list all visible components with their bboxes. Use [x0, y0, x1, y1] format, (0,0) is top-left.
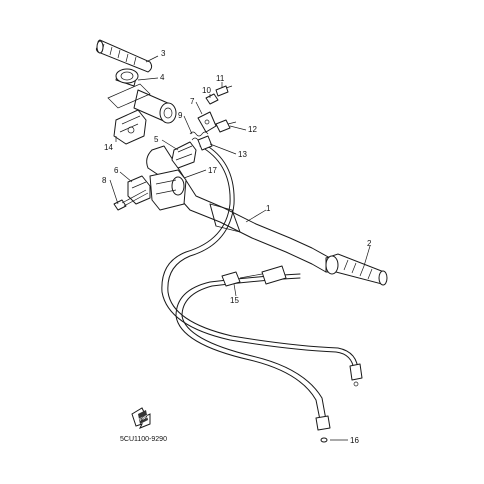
callout-12: 12: [248, 125, 257, 134]
callout-9: 9: [178, 111, 183, 120]
callout-5: 5: [154, 135, 159, 144]
screw-upper[interactable]: [215, 85, 233, 97]
fwd-label: FWD: [138, 414, 148, 422]
callout-8: 8: [102, 176, 107, 185]
clamp-lower[interactable]: [127, 175, 151, 205]
callout-17: 17: [208, 166, 217, 175]
callout-1: 1: [266, 204, 271, 213]
grip-right[interactable]: [325, 253, 388, 286]
callout-13: 13: [238, 150, 247, 159]
grip-left[interactable]: [95, 39, 153, 73]
adjuster[interactable]: [197, 111, 217, 133]
callout-3: 3: [161, 49, 166, 58]
leader-lines: [109, 55, 371, 441]
handlebar[interactable]: [146, 145, 331, 273]
cable-clip[interactable]: [320, 437, 328, 443]
callout-7: 7: [190, 97, 195, 106]
callouts: 1 2 3 4 5 6 7 8 9 10 11 12 13 14 15 16 1…: [102, 49, 372, 445]
callout-2: 2: [367, 239, 372, 248]
throttle-tube[interactable]: [107, 83, 177, 124]
locknut[interactable]: [205, 93, 219, 105]
callout-6: 6: [114, 166, 119, 175]
fwd-badge: FWD: [131, 407, 151, 429]
callout-15: 15: [230, 296, 239, 305]
throttle-collar[interactable]: [115, 68, 139, 87]
cable-end-throttle: [349, 363, 363, 387]
cable-end-clutch: [315, 415, 331, 431]
holder[interactable]: [149, 169, 187, 211]
throttle-housing[interactable]: [113, 109, 147, 145]
callout-14: 14: [104, 143, 113, 152]
callout-4: 4: [160, 73, 165, 82]
diagram-code: 5CU1100-9290: [120, 436, 167, 443]
bolt[interactable]: [113, 189, 149, 211]
callout-11: 11: [216, 74, 225, 83]
clutch-cable[interactable]: [175, 265, 327, 421]
callout-10: 10: [202, 86, 211, 95]
callout-16: 16: [350, 436, 359, 445]
screw-side[interactable]: [215, 119, 237, 133]
clamp-upper[interactable]: [171, 141, 197, 169]
throttle-cable[interactable]: [161, 135, 359, 373]
